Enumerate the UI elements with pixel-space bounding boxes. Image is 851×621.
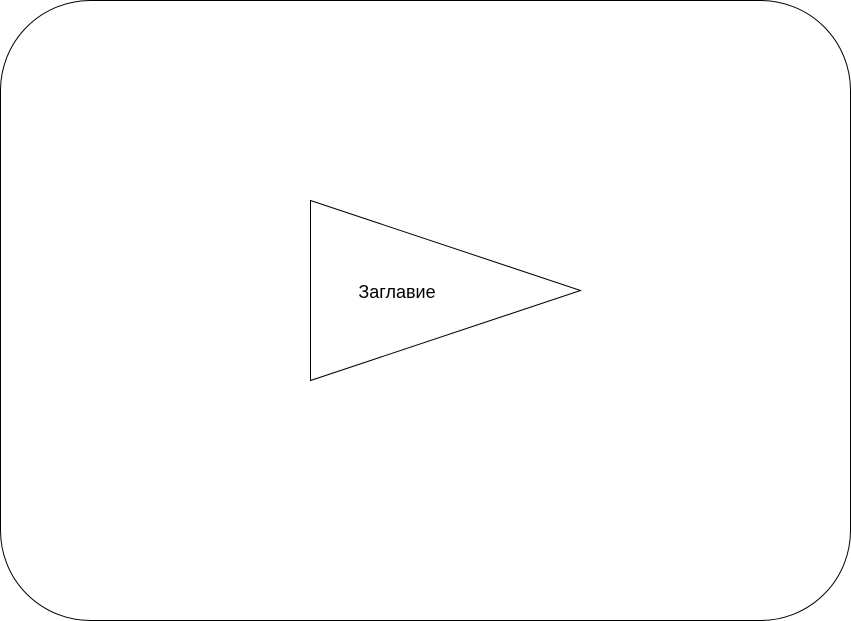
triangle-label: Заглавие [358, 282, 435, 302]
triangle-shape[interactable] [310, 199, 583, 382]
